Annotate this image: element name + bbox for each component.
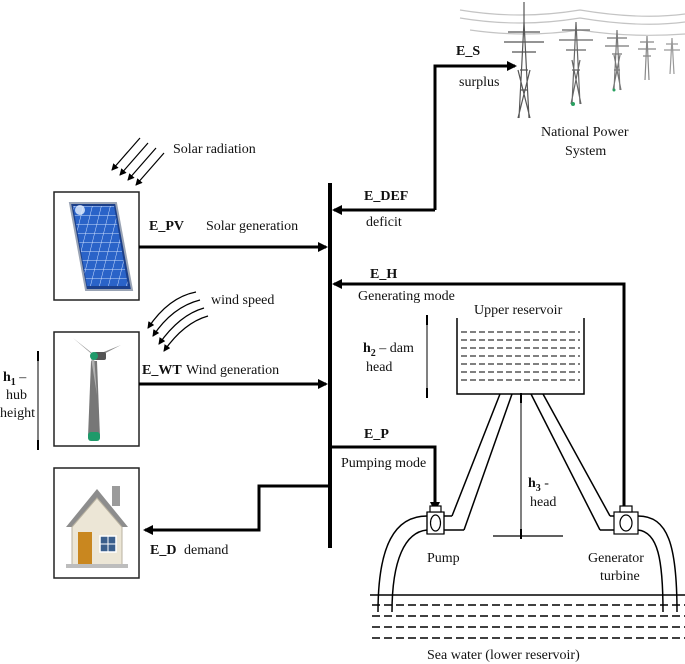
e-p-label: E_P [364, 427, 389, 442]
wind-speed-arrows-icon [147, 291, 209, 352]
house-box [53, 467, 140, 579]
solar-radiation-label: Solar radiation [173, 142, 256, 157]
wind-speed-label: wind speed [211, 293, 274, 308]
solar-panel-icon [68, 202, 134, 291]
e-d-label: E_D [150, 543, 176, 558]
transmission-towers-icon [459, 2, 685, 119]
upper-reservoir [456, 318, 585, 395]
upper-reservoir-label: Upper reservoir [474, 303, 563, 318]
penstocks [451, 393, 611, 531]
surplus-arrow [433, 61, 517, 210]
national-power-label-line2: System [565, 144, 606, 159]
sea-water-label: Sea water (lower reservoir) [427, 648, 580, 663]
surplus-label: surplus [459, 75, 499, 90]
generator-label-line2: turbine [600, 569, 640, 584]
wind-turbine-box [53, 331, 140, 447]
hub-height-label-line2: hub [6, 388, 27, 403]
head-label-line2: head [530, 495, 556, 510]
solar-radiation-arrows-icon [111, 137, 165, 186]
demand-arrow [143, 484, 330, 535]
deficit-label: deficit [366, 215, 402, 230]
dam-head-label: h2 – dam [363, 341, 414, 359]
dam-head-label-line2: head [366, 360, 392, 375]
wind-turbine-icon [73, 338, 121, 441]
demand-label: demand [184, 543, 228, 558]
solar-panel-box [53, 191, 140, 301]
national-power-label-line1: National Power [541, 125, 629, 140]
generating-mode-arrow [332, 279, 626, 515]
generating-mode-label: Generating mode [358, 289, 455, 304]
pump-valve-icon [426, 505, 445, 535]
solar-generation-label: Solar generation [206, 219, 298, 234]
pump-label: Pump [427, 551, 460, 566]
sea-pipes [377, 515, 678, 613]
e-wt-label: E_WT [142, 363, 182, 378]
head-label: h3 - [528, 476, 549, 494]
pumping-mode-arrow [330, 445, 440, 512]
e-def-label: E_DEF [364, 189, 408, 204]
pumping-mode-label: Pumping mode [341, 456, 426, 471]
e-s-label: E_S [456, 44, 480, 59]
wind-generation-label: Wind generation [186, 363, 279, 378]
e-h-label: E_H [370, 267, 397, 282]
sea-water [370, 594, 685, 639]
hub-height-label: h1 – [3, 370, 27, 388]
e-pv-label: E_PV [149, 219, 184, 234]
hub-height-label-line3: height [0, 406, 35, 421]
turbine-valve-icon [613, 505, 639, 535]
house-icon [66, 486, 128, 568]
generator-label-line1: Generator [588, 551, 644, 566]
